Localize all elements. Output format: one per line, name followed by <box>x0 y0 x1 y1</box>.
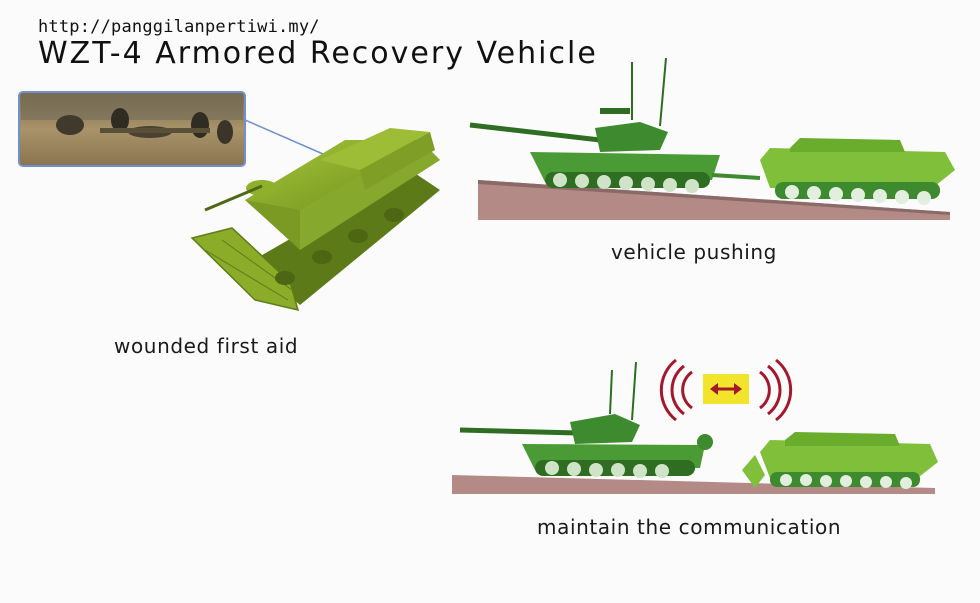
main-battle-tank-1 <box>469 57 720 193</box>
first-aid-photo <box>18 91 246 167</box>
wzt4-arv-side-1 <box>711 138 955 205</box>
caption-vehicle-pushing: vehicle pushing <box>611 240 777 264</box>
callout-line <box>244 119 324 155</box>
caption-wounded-first-aid: wounded first aid <box>114 334 299 358</box>
communication-signal-icon <box>659 358 793 422</box>
page-title: WZT-4 Armored Recovery Vehicle <box>38 36 598 71</box>
wzt4-arv-large <box>190 128 440 312</box>
source-url: http://panggilanpertiwi.my/ <box>38 17 320 37</box>
caption-maintain-communication: maintain the communication <box>537 515 842 539</box>
wzt4-arv-side-2 <box>742 432 938 489</box>
ground-slope-2 <box>452 475 935 494</box>
main-battle-tank-2 <box>459 361 713 478</box>
